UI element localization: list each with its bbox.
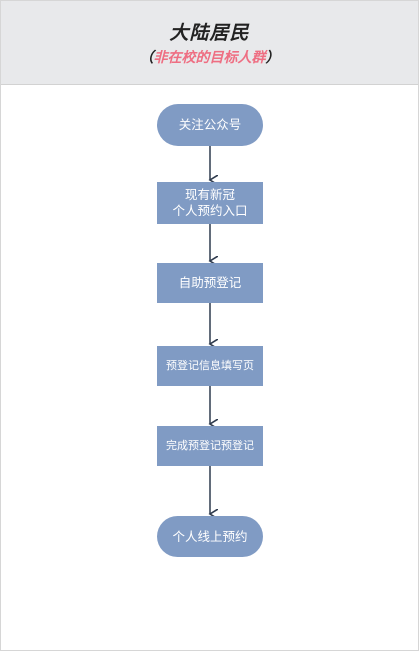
node-online-personal-booking-label: 个人线上预约 <box>172 528 248 544</box>
node-complete-preregistration-label: 完成预登记预登记 <box>166 439 254 453</box>
node-self-preregistration-label: 自助预登记 <box>178 275 242 291</box>
node-preregistration-form-page-label: 预登记信息填写页 <box>166 359 254 373</box>
node-covid-booking-entry-line2: 个人预约入口 <box>172 203 248 218</box>
subtitle-close-paren: ） <box>265 50 280 66</box>
node-covid-booking-entry: 现有新冠 个人预约入口 <box>157 182 263 224</box>
node-follow-official-account-label: 关注公众号 <box>178 117 242 133</box>
node-self-preregistration: 自助预登记 <box>157 263 263 303</box>
subtitle-highlight: 非在校的目标人群 <box>153 50 266 66</box>
diagram-subtitle: （非在校的目标人群） <box>1 47 418 67</box>
node-covid-booking-entry-line1: 现有新冠 <box>184 187 235 203</box>
node-preregistration-form-page: 预登记信息填写页 <box>157 346 263 386</box>
node-follow-official-account: 关注公众号 <box>157 104 263 146</box>
node-complete-preregistration: 完成预登记预登记 <box>157 426 263 466</box>
subtitle-open-paren: （ <box>139 50 154 66</box>
header-banner: 大陆居民 （非在校的目标人群） <box>1 1 418 85</box>
diagram-title: 大陆居民 <box>169 22 250 44</box>
node-online-personal-booking: 个人线上预约 <box>157 516 263 557</box>
